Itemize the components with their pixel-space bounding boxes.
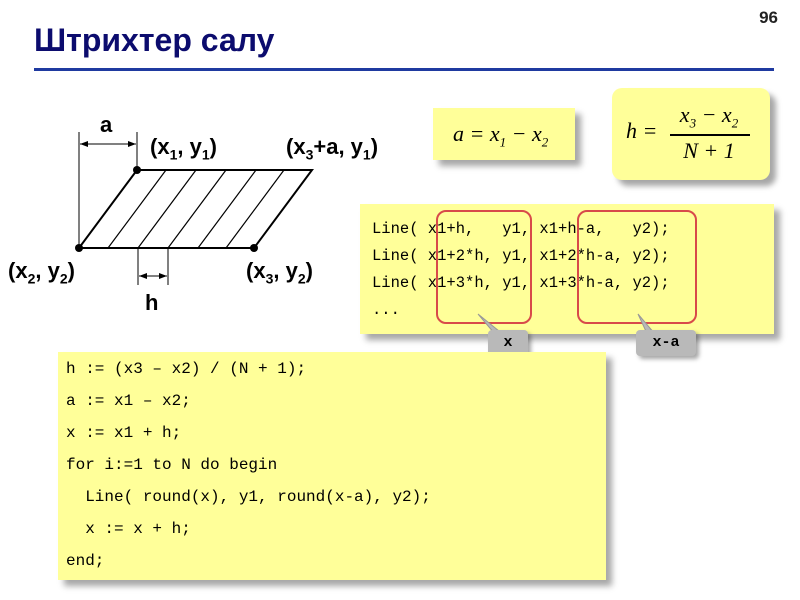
vertex-p1 (133, 166, 141, 174)
formula-h-numerator: x3 − x2 (679, 102, 739, 131)
formula-h-denominator: N + 1 (683, 138, 735, 163)
label-x3a-y1: (x3+a, y1) (286, 134, 379, 163)
line-call-1: Line( x1+h, y1, x1+h-a, y2); (372, 220, 670, 238)
line-calls-box: Line( x1+h, y1, x1+h-a, y2); Line( x1+2*… (360, 204, 774, 334)
highlight-x-a-column (577, 210, 697, 324)
formula-a-card: a = x1 − x2 (433, 108, 575, 160)
dim-h-arrowhead-right (159, 273, 167, 279)
code-line-1: h := (x3 – x2) / (N + 1); (66, 360, 307, 378)
hatch-lines (107, 169, 285, 249)
line-call-3: Line( x1+3*h, y1, x1+3*h-a, y2); (372, 274, 670, 292)
code-line-5: Line( round(x), y1, round(x-a), y2); (66, 488, 431, 506)
line-call-ellipsis: ... (372, 301, 400, 319)
highlight-x-column (436, 210, 532, 324)
code-line-6: x := x + h; (66, 520, 191, 538)
label-a: a (100, 112, 113, 137)
title-underline (34, 68, 774, 71)
parallelogram-outline (77, 169, 314, 249)
dim-a-arrowhead-right (128, 141, 136, 147)
dim-h-arrowhead-left (139, 273, 147, 279)
dim-a-arrowhead-left (80, 141, 88, 147)
line-call-2: Line( x1+2*h, y1, x1+2*h-a, y2); (372, 247, 670, 265)
callout-x: x (488, 330, 528, 356)
formula-h-lhs: h = (626, 118, 658, 143)
vertex-p2 (75, 244, 83, 252)
code-line-7: end; (66, 552, 105, 570)
label-h: h (145, 290, 159, 315)
formula-a: a = x1 − x2 (453, 121, 549, 150)
label-x1-y1: (x1, y1) (150, 134, 217, 163)
parallelogram-figure: a h (x1, y1) (x3+a, y1) (x2, y2) (x3, y2… (0, 100, 400, 340)
label-x3-y2: (x3, y2) (246, 258, 313, 287)
code-line-4: for i:=1 to N do begin (66, 456, 278, 474)
code-line-3: x := x1 + h; (66, 424, 182, 442)
callout-x-a: x-a (636, 330, 696, 356)
fraction-bar (670, 134, 750, 136)
code-box: h := (x3 – x2) / (N + 1); a := x1 – x2; … (58, 352, 606, 580)
slide-title: Штрихтер салу (34, 22, 275, 58)
label-x2-y2: (x2, y2) (8, 258, 75, 287)
code-line-2: a := x1 – x2; (66, 392, 191, 410)
page-number: 96 (759, 8, 778, 27)
vertex-p3 (250, 244, 258, 252)
formula-h-card: h = x3 − x2 N + 1 (612, 88, 770, 180)
parallelogram-diagram (75, 132, 314, 285)
